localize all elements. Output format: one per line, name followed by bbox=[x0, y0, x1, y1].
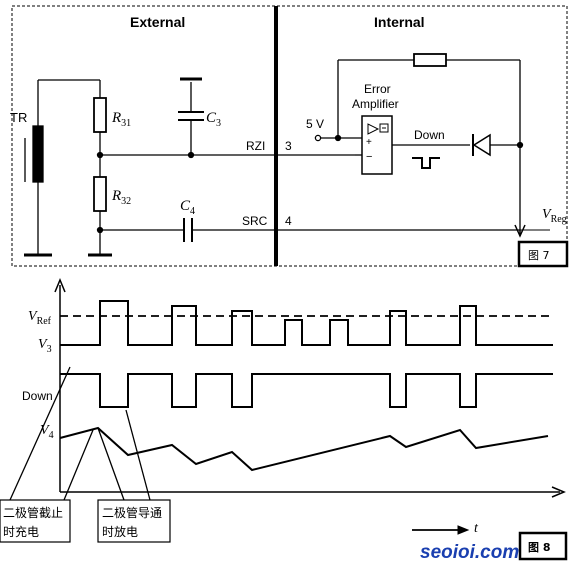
resistor-r31 bbox=[93, 97, 107, 133]
feedback-resistor bbox=[413, 53, 447, 67]
section-external-label: External bbox=[130, 14, 185, 30]
transformer-label: TR bbox=[10, 110, 27, 125]
c3-label: C3 bbox=[206, 110, 221, 129]
figure-7-box bbox=[517, 240, 569, 268]
amp-minus-sign: − bbox=[366, 151, 372, 163]
r32-label: R32 bbox=[111, 188, 131, 207]
pin-rzi-number: 3 bbox=[285, 139, 292, 153]
note-2-line2: 时放电 bbox=[102, 524, 138, 539]
vref-label: VRef bbox=[28, 309, 52, 327]
x-axis-arrow-icon bbox=[551, 486, 566, 498]
note-1-line1: 二极管截止 bbox=[3, 505, 63, 520]
transformer-core bbox=[32, 125, 44, 183]
y-axis-arrow-icon bbox=[54, 278, 66, 293]
circuit-frame bbox=[11, 5, 568, 267]
amp-label-line2: Amplifier bbox=[352, 97, 399, 111]
resistor-r32 bbox=[93, 176, 107, 212]
v3-waveform bbox=[60, 300, 553, 346]
pin-rzi-label: RZI bbox=[246, 139, 265, 153]
note-1-line2: 时充电 bbox=[3, 524, 39, 539]
amp-output-stage-icon bbox=[379, 123, 389, 133]
c4-label: C4 bbox=[180, 198, 195, 217]
amp-triangle-icon bbox=[367, 123, 380, 135]
v3-label: V3 bbox=[38, 337, 52, 355]
pin-src-label: SRC bbox=[242, 214, 268, 228]
v4-waveform bbox=[59, 426, 549, 472]
supply-terminal bbox=[314, 134, 322, 142]
note-1-box bbox=[0, 499, 71, 543]
time-arrow-icon bbox=[457, 525, 470, 535]
pin-src-number: 4 bbox=[285, 214, 292, 228]
waveform-diagram bbox=[0, 278, 568, 561]
figure-7-label: 图 7 bbox=[528, 249, 550, 262]
section-internal-label: Internal bbox=[374, 14, 425, 30]
v4-label: V4 bbox=[40, 423, 54, 441]
amp-label-line1: Error bbox=[364, 82, 391, 96]
amp-plus-sign: + bbox=[366, 137, 372, 148]
note-2-box bbox=[97, 499, 171, 543]
time-axis-label: t bbox=[474, 521, 479, 536]
down-label: Down bbox=[414, 128, 445, 142]
circuit-diagram bbox=[11, 5, 569, 268]
circuit-labels: External Internal TR R31 R32 C3 C4 RZI 3… bbox=[10, 14, 567, 262]
figure-8-box bbox=[518, 531, 568, 561]
down-pulse-icon bbox=[412, 157, 440, 169]
down-waveform bbox=[60, 373, 553, 408]
vreg-arrow-icon bbox=[514, 224, 526, 238]
watermark-logo: seoioi.com bbox=[420, 542, 519, 563]
down-wave-label: Down bbox=[22, 389, 53, 403]
r31-label: R31 bbox=[111, 110, 131, 129]
diode-icon bbox=[472, 133, 491, 157]
supply-label: 5 V bbox=[306, 117, 324, 131]
vreg-label: VReg bbox=[542, 207, 567, 225]
figure-8-label: 图 8 bbox=[528, 541, 550, 554]
waveform-labels: VRef V3 Down V4 二极管截止 时充电 二极管导通 时放电 t se… bbox=[3, 309, 550, 563]
note-2-line1: 二极管导通 bbox=[102, 505, 162, 520]
